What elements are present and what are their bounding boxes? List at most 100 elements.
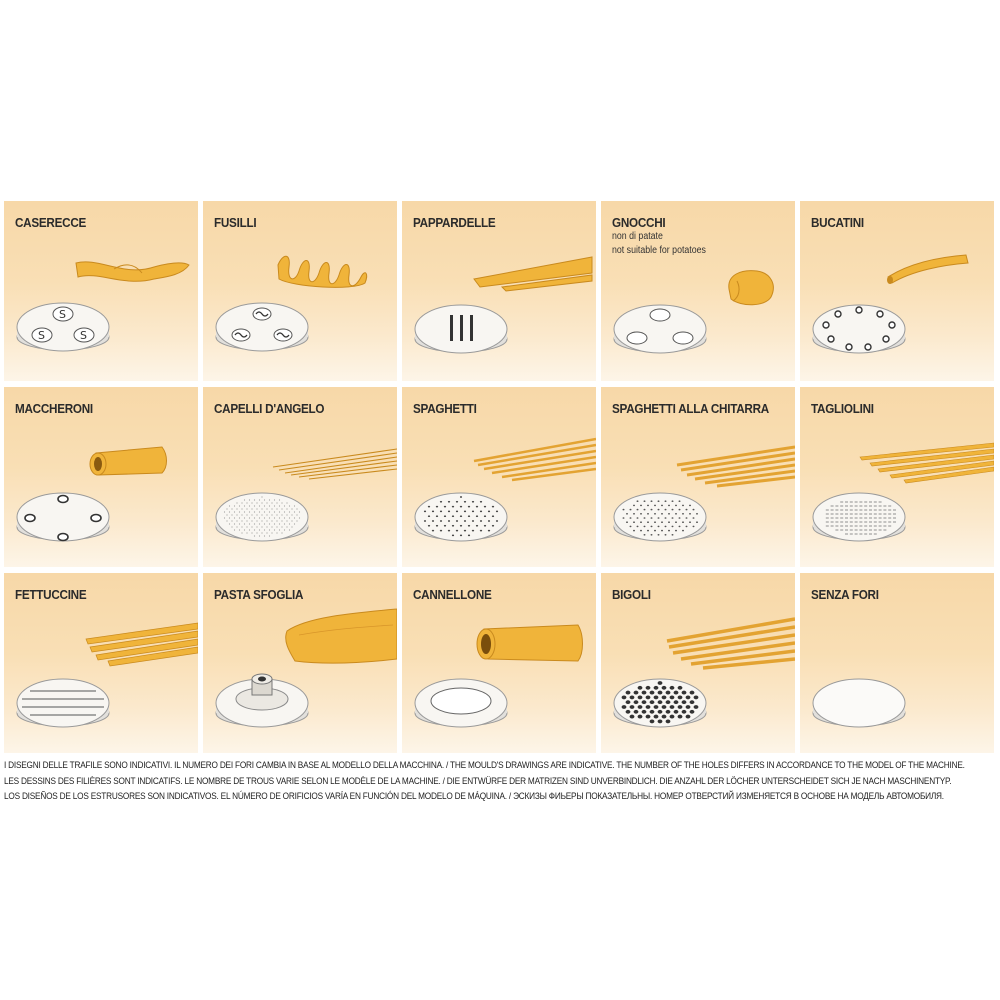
die-hole xyxy=(233,511,236,513)
tile-title: MACCHERONI xyxy=(15,401,93,416)
die-hole xyxy=(647,513,649,515)
die-hole xyxy=(251,502,253,504)
die-hole xyxy=(261,508,263,510)
tile-title: CASERECCE xyxy=(15,215,87,230)
die-hole xyxy=(643,525,646,528)
die-hole xyxy=(675,504,677,507)
gnocchi-note-italian: non di patate xyxy=(612,231,663,242)
die-hole xyxy=(298,511,301,513)
die-hole xyxy=(640,521,642,523)
die-hole xyxy=(692,525,695,528)
die-hole xyxy=(286,514,288,516)
die-hole xyxy=(463,529,467,532)
tagliolini-illustration xyxy=(812,442,994,542)
die-hole xyxy=(625,690,631,695)
die-hole xyxy=(281,520,283,522)
die-hole xyxy=(248,499,251,501)
die-hole xyxy=(258,505,261,507)
die-hole xyxy=(479,500,483,503)
die-hole xyxy=(281,532,283,534)
die-hole xyxy=(685,714,691,719)
die-hole xyxy=(286,526,288,528)
die-hole xyxy=(228,523,231,525)
die-hole xyxy=(228,505,231,507)
die-hole xyxy=(657,525,660,528)
die-hole xyxy=(654,513,656,515)
die-hole xyxy=(246,502,248,504)
die-hole xyxy=(637,714,643,719)
die-hole xyxy=(238,511,241,513)
die-hole xyxy=(261,532,263,534)
sfoglia-pasta xyxy=(285,608,397,664)
tile-title: BUCATINI xyxy=(811,215,864,230)
die-hole xyxy=(281,514,283,516)
die-hole xyxy=(233,529,236,531)
die-hole xyxy=(251,532,253,534)
die-hole xyxy=(641,709,647,714)
die-hole xyxy=(629,695,635,700)
die-hole xyxy=(661,529,663,532)
die-hole xyxy=(256,502,258,504)
tagliolini-disc xyxy=(812,492,906,542)
die-hole xyxy=(673,700,679,705)
die-hole xyxy=(251,508,253,510)
die-hole xyxy=(226,508,228,510)
die-hole xyxy=(455,500,459,503)
die-hole xyxy=(263,505,266,507)
die-hole xyxy=(696,521,698,523)
die-hole xyxy=(661,695,667,700)
die-hole xyxy=(286,508,288,510)
die-hole xyxy=(243,499,246,501)
cannellone-illustration xyxy=(414,624,583,728)
die-hole xyxy=(664,508,667,511)
bucatini-disc xyxy=(812,304,906,354)
die-hole xyxy=(263,529,266,531)
die-hole xyxy=(471,500,475,503)
die-hole xyxy=(278,517,281,519)
die-hole xyxy=(435,515,439,518)
die-hole xyxy=(253,517,256,519)
die-hole xyxy=(463,520,467,522)
die-hole xyxy=(283,529,286,531)
die-hole xyxy=(682,504,684,507)
fettuccine-pasta xyxy=(85,622,198,667)
tile-tagliolini: TAGLIOLINI xyxy=(800,387,994,567)
die-hole xyxy=(459,496,463,498)
die-hole xyxy=(669,705,675,709)
die-hole xyxy=(487,510,491,513)
die-hole xyxy=(266,532,268,534)
capelli-disc xyxy=(215,492,309,542)
die-hole xyxy=(689,521,691,523)
die-hole xyxy=(246,514,248,516)
die-hole xyxy=(653,695,659,700)
die-hole xyxy=(233,523,236,525)
die-hole xyxy=(236,508,238,510)
die-hole xyxy=(241,514,243,516)
die-hole xyxy=(671,508,674,511)
die-hole xyxy=(633,521,635,523)
die-hole xyxy=(641,700,647,705)
die-hole xyxy=(251,526,253,528)
tagliolini-pasta xyxy=(859,442,994,484)
die-hole xyxy=(681,709,687,714)
die-hole xyxy=(283,517,286,519)
die-hole xyxy=(657,690,663,695)
die-hole xyxy=(471,529,475,532)
tile-bucatini: BUCATINI xyxy=(800,201,994,381)
cannellone-pasta xyxy=(476,624,583,662)
die-hole xyxy=(253,505,256,507)
die-hole xyxy=(278,505,281,507)
die-hole xyxy=(653,705,659,709)
die-hole xyxy=(283,523,286,525)
die-hole xyxy=(296,520,298,522)
die-hole xyxy=(261,520,263,522)
die-hole xyxy=(251,514,253,516)
die-hole xyxy=(298,517,301,519)
die-hole xyxy=(669,695,675,700)
die-hole xyxy=(273,517,276,519)
die-hole xyxy=(223,511,226,513)
die-hole xyxy=(268,505,271,507)
die-hole xyxy=(243,517,246,519)
die-hole xyxy=(293,505,296,507)
die-hole xyxy=(654,521,656,523)
